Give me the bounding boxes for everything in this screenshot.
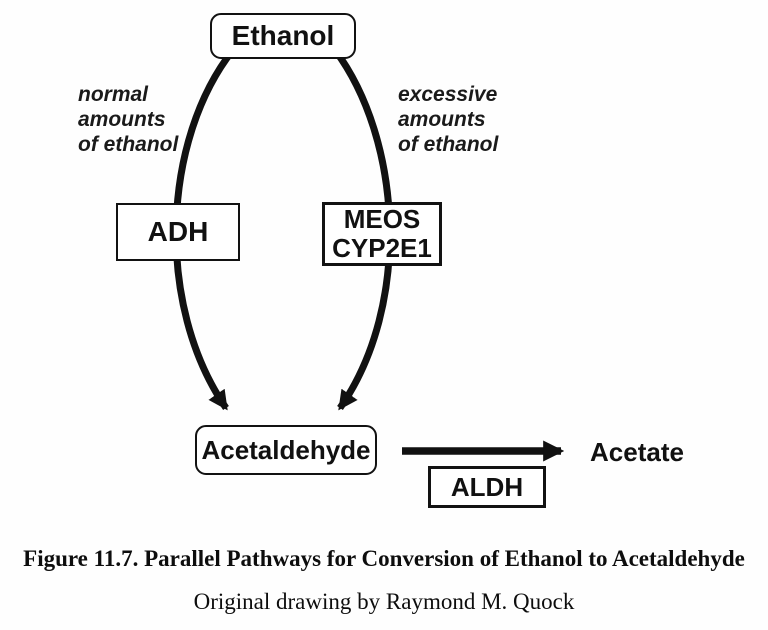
node-meos-cyp2e1: MEOS CYP2E1 — [322, 202, 442, 266]
node-aldh: ALDH — [428, 466, 546, 508]
node-acetate-label: Acetate — [590, 437, 684, 467]
node-adh-label: ADH — [147, 215, 209, 247]
node-ethanol: Ethanol — [210, 13, 356, 59]
node-aldh-label: ALDH — [450, 471, 524, 502]
node-meos-cyp2e1-label: MEOS CYP2E1 — [332, 204, 432, 263]
node-acetaldehyde-label: Acetaldehyde — [201, 434, 371, 465]
edge-label-excessive-amounts: excessive amounts of ethanol — [398, 83, 499, 156]
figure-caption-title: Figure 11.7. Parallel Pathways for Conve… — [23, 546, 745, 571]
node-acetaldehyde: Acetaldehyde — [195, 425, 377, 475]
figure-caption-credit: Original drawing by Raymond M. Quock — [193, 589, 575, 614]
node-adh: ADH — [116, 203, 240, 261]
node-ethanol-label: Ethanol — [231, 19, 335, 51]
edge-label-normal-amounts: normal amounts of ethanol — [78, 83, 179, 156]
